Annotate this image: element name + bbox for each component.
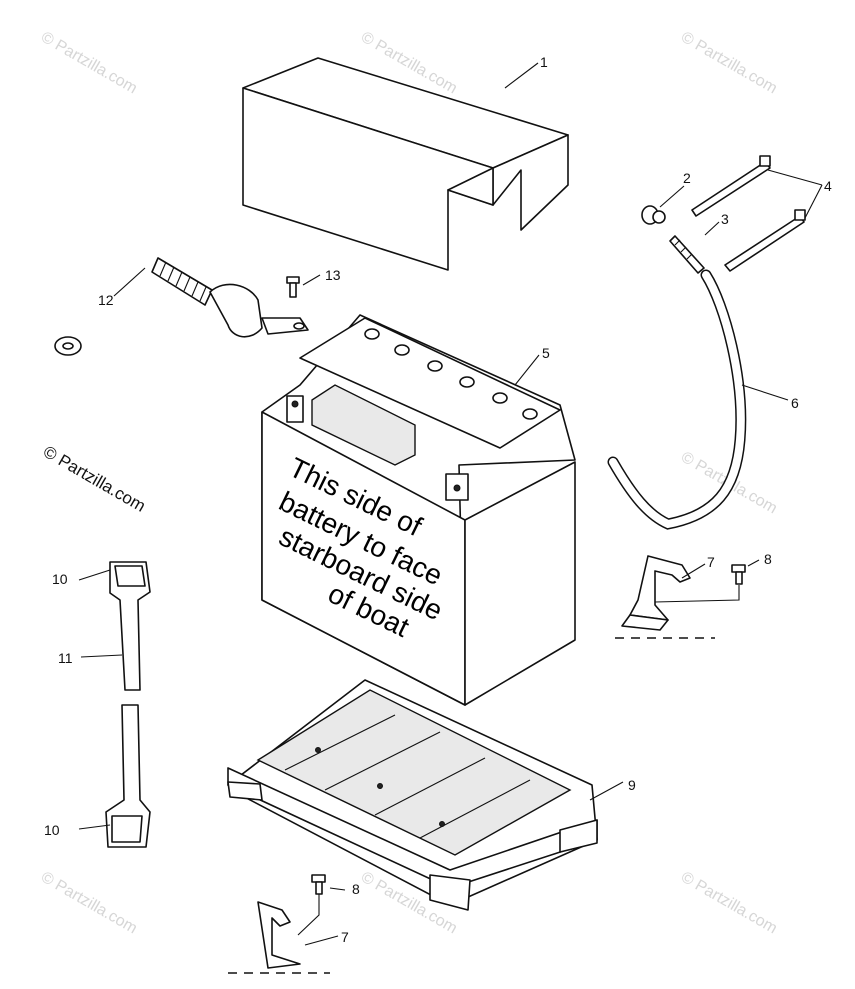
callout-11: 11 bbox=[58, 650, 73, 666]
callout-2: 2 bbox=[683, 170, 691, 186]
callout-10-lower: 10 bbox=[44, 822, 60, 838]
callout-8-upper: 8 bbox=[764, 551, 772, 567]
watermark: © Partzilla.com bbox=[678, 29, 780, 98]
bracket-bolt-lower bbox=[297, 874, 326, 936]
hold-down-bracket-upper bbox=[615, 555, 715, 639]
callout-9: 9 bbox=[628, 777, 636, 793]
copyright-notice: © Partzilla.com bbox=[40, 442, 149, 516]
battery-terminal-right bbox=[445, 473, 469, 501]
callout-1: 1 bbox=[540, 54, 548, 70]
callout-5: 5 bbox=[542, 345, 550, 361]
battery-tray bbox=[227, 679, 598, 911]
watermark: © Partzilla.com bbox=[38, 869, 140, 938]
ground-cable bbox=[35, 254, 309, 356]
vent-hose bbox=[607, 269, 747, 530]
callout-12: 12 bbox=[98, 292, 114, 308]
watermark: © Partzilla.com bbox=[678, 869, 780, 938]
callout-leaders bbox=[78, 62, 823, 946]
battery-cell-caps bbox=[364, 328, 538, 420]
callout-6: 6 bbox=[791, 395, 799, 411]
hold-down-bracket-lower bbox=[228, 901, 330, 974]
callout-7-lower: 7 bbox=[341, 929, 349, 945]
terminal-bolt bbox=[286, 276, 300, 298]
callout-numbers: 1 2 3 4 5 6 7 8 9 10 10 11 12 13 8 7 bbox=[44, 54, 832, 945]
hold-down-strap bbox=[105, 561, 151, 848]
callout-7-upper: 7 bbox=[707, 554, 715, 570]
tray-ribs bbox=[284, 714, 531, 839]
battery: This side of battery to face starboard s… bbox=[261, 314, 576, 706]
vent-fitting bbox=[669, 235, 705, 274]
callout-8-lower: 8 bbox=[352, 881, 360, 897]
battery-terminal-left bbox=[286, 395, 304, 423]
battery-cover bbox=[242, 57, 569, 271]
watermark: © Partzilla.com bbox=[38, 29, 140, 98]
callout-4: 4 bbox=[824, 178, 832, 194]
callout-13: 13 bbox=[325, 267, 341, 283]
bracket-bolt-upper bbox=[654, 564, 746, 603]
terminal-cap bbox=[641, 205, 666, 225]
callout-3: 3 bbox=[721, 211, 729, 227]
cable-boot-ribs bbox=[159, 261, 207, 302]
callout-10-upper: 10 bbox=[52, 571, 68, 587]
cable-ties bbox=[691, 155, 806, 272]
